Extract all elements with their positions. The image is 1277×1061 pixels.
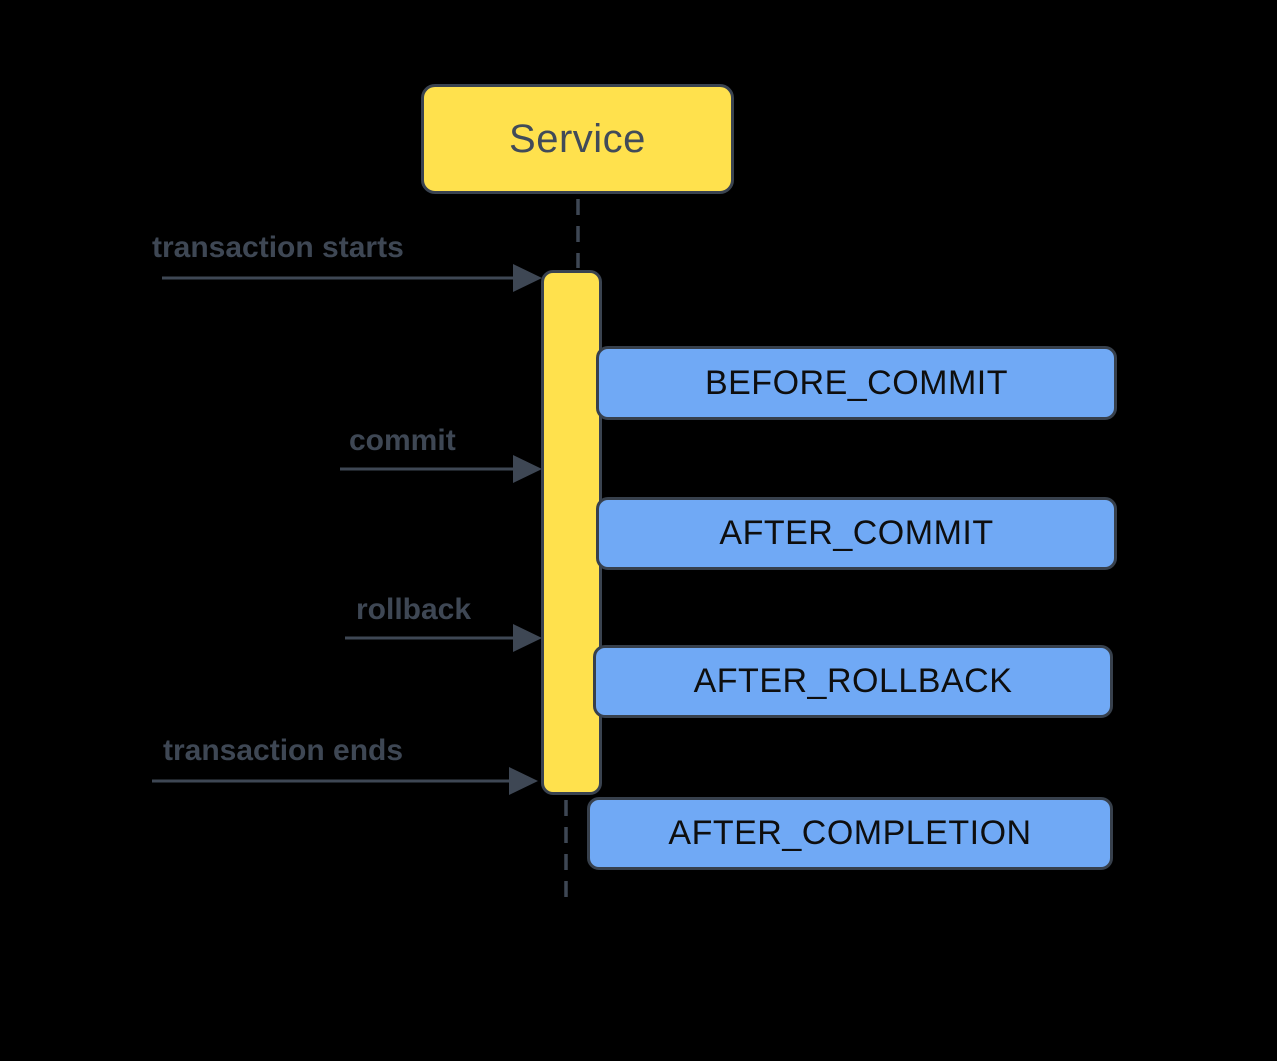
- callback-label: BEFORE_COMMIT: [704, 363, 1009, 402]
- actor-service-node: Service: [421, 84, 734, 194]
- callback-label: AFTER_COMMIT: [719, 514, 994, 552]
- message-label-rollback: rollback: [356, 593, 472, 626]
- actor-label: Service: [509, 116, 646, 161]
- callback-label: AFTER_COMPLETION: [668, 814, 1032, 852]
- arrowhead-icon: [513, 624, 542, 652]
- callback-label: AFTER_ROLLBACK: [693, 662, 1013, 700]
- arrow-transaction-starts: [162, 264, 542, 292]
- message-label-transaction-ends: transaction ends: [163, 734, 404, 767]
- arrowhead-icon: [513, 455, 542, 483]
- arrow-transaction-ends: [152, 767, 538, 795]
- callback-node-after-commit: AFTER_COMMIT: [596, 497, 1117, 570]
- message-label-commit: commit: [349, 424, 456, 457]
- arrowhead-icon: [513, 264, 542, 292]
- message-label-transaction-starts: transaction starts: [152, 231, 404, 264]
- callback-node-after-rollback: AFTER_ROLLBACK: [593, 645, 1113, 718]
- activation-bar: [541, 270, 602, 795]
- callback-node-before-commit: BEFORE_COMMIT: [596, 346, 1117, 420]
- arrowhead-icon: [509, 767, 538, 795]
- arrow-commit: [340, 455, 542, 483]
- callback-node-after-completion: AFTER_COMPLETION: [587, 797, 1113, 870]
- arrow-rollback: [345, 624, 542, 652]
